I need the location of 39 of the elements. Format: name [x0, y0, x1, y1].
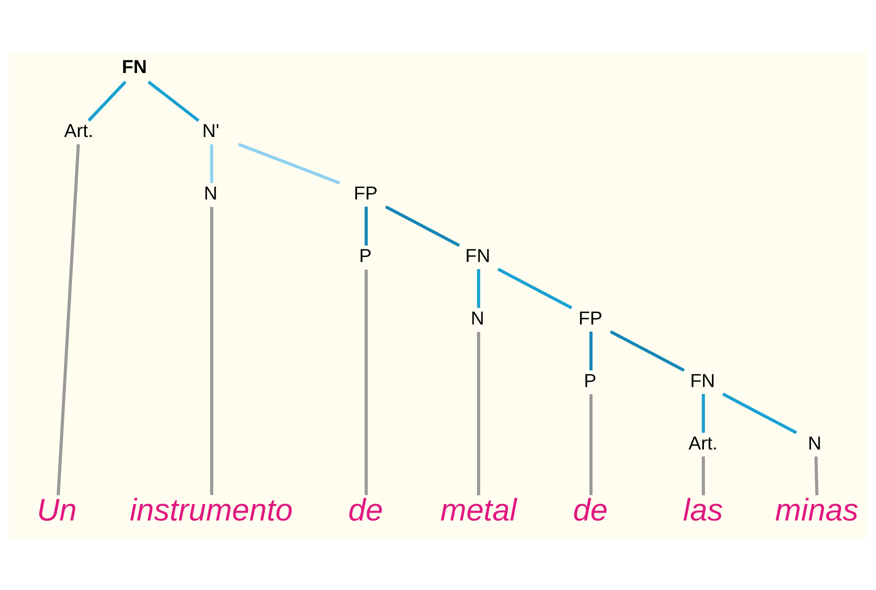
connector [210, 206, 214, 495]
connector [210, 144, 214, 183]
connector [702, 456, 705, 495]
connector [88, 80, 127, 122]
node-text: N [470, 307, 484, 328]
connector [56, 144, 80, 495]
node-text: P [359, 244, 372, 266]
connector [364, 206, 368, 245]
node-text: FP [354, 182, 378, 204]
node-text: FN [690, 369, 716, 390]
connector [589, 331, 593, 370]
connector [477, 268, 480, 308]
node-text: metal [440, 492, 517, 527]
connector [238, 142, 340, 184]
connector [364, 269, 368, 495]
node-text: las [683, 492, 723, 527]
node-text: Un [36, 492, 77, 527]
connector [385, 204, 460, 246]
node-text: N' [202, 120, 220, 141]
connector [722, 392, 798, 434]
connector [702, 394, 705, 432]
connector [148, 80, 200, 122]
connector [589, 394, 593, 495]
node-text: FN [122, 56, 147, 77]
node-text: FP [578, 307, 602, 328]
node-text: de [348, 492, 383, 527]
node-text: N [808, 432, 822, 453]
node-text: N [204, 182, 218, 204]
node-text: minas [775, 492, 858, 527]
connector [610, 330, 685, 372]
connector [477, 331, 480, 495]
node-text: P [584, 369, 596, 390]
connector [814, 456, 818, 495]
connector [497, 267, 572, 309]
node-text: de [573, 492, 608, 527]
node-text: Art. [64, 120, 94, 141]
node-text: Art. [688, 432, 718, 453]
node-text: FN [465, 244, 490, 266]
node-text: instrumento [130, 492, 293, 527]
